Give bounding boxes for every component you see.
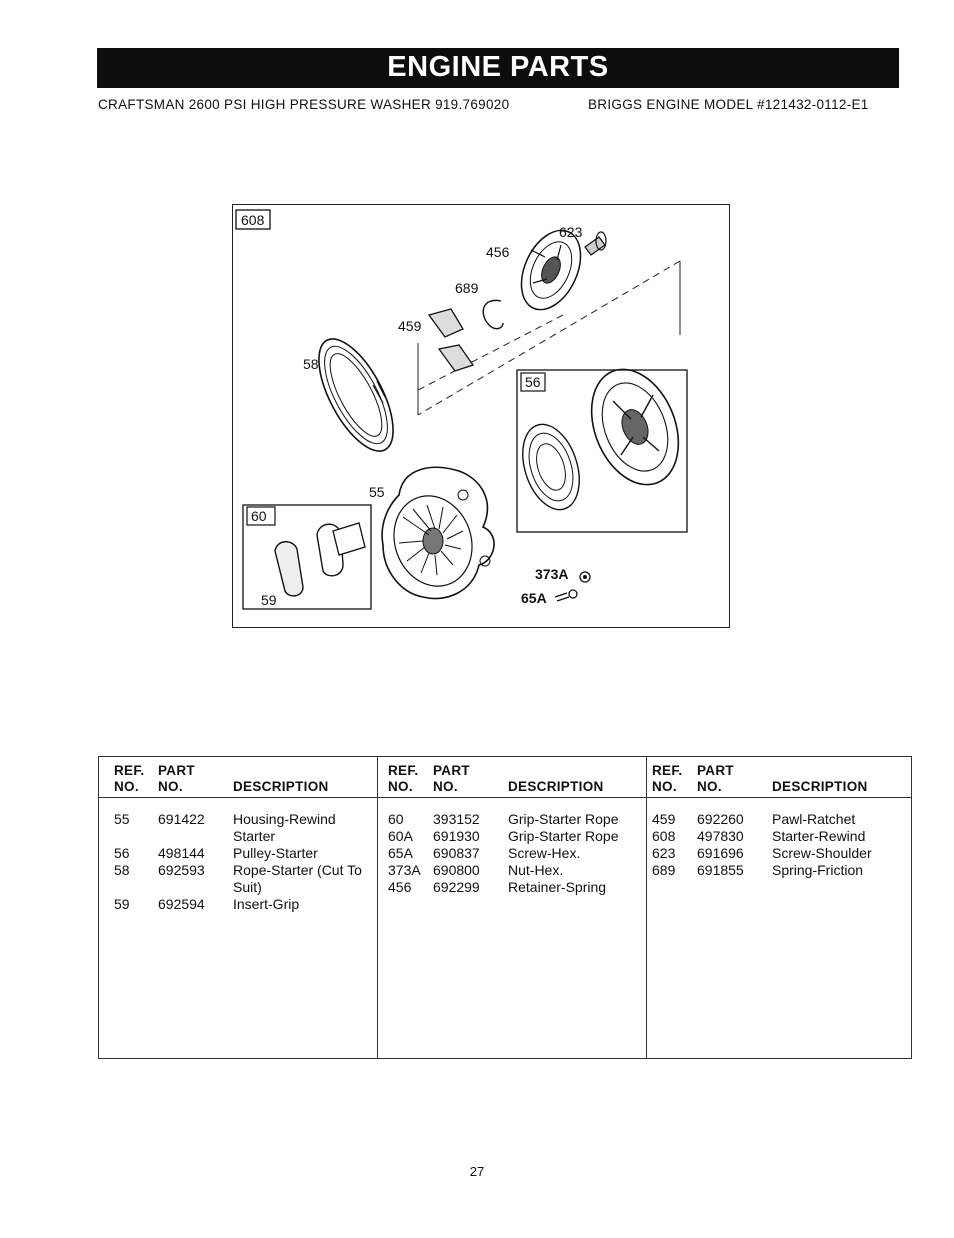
- page-title: ENGINE PARTS: [387, 51, 609, 83]
- exploded-parts-diagram: 608 456 623 689 459: [232, 204, 730, 628]
- ref-no: 608: [652, 828, 676, 844]
- callout-65a: 65A: [521, 590, 547, 606]
- parts-list-table: REF. NO. PART NO. DESCRIPTION 55 691422 …: [98, 756, 912, 1059]
- ref-header-bottom: NO.: [652, 779, 677, 794]
- part-no: 690800: [433, 862, 480, 878]
- assembly-line-dashed: [417, 260, 681, 416]
- page-number: 27: [469, 1164, 485, 1179]
- description: Nut-Hex.: [508, 862, 564, 878]
- part-no: 690837: [433, 845, 480, 861]
- parts-column-1: REF. NO. PART NO. DESCRIPTION 55 691422 …: [99, 757, 377, 1058]
- part-no: 393152: [433, 811, 480, 827]
- diagram-drawing: 608 456 623 689 459: [235, 209, 688, 610]
- ref-no: 59: [114, 896, 130, 912]
- callout-59: 59: [261, 592, 277, 608]
- hex-nut-part: [579, 571, 591, 583]
- parts-column-2: REF. NO. PART NO. DESCRIPTION 60 393152 …: [377, 757, 646, 1058]
- ref-no: 373A: [388, 862, 421, 878]
- callout-373a: 373A: [535, 566, 568, 582]
- part-no: 691696: [697, 845, 744, 861]
- callout-689: 689: [455, 280, 479, 296]
- title-banner: ENGINE PARTS: [97, 48, 899, 88]
- description-header: DESCRIPTION: [772, 779, 868, 794]
- description: Housing-Rewind: [233, 811, 336, 827]
- ref-no: 56: [114, 845, 130, 861]
- ref-no: 55: [114, 811, 130, 827]
- description: Grip-Starter Rope: [508, 811, 619, 827]
- ref-no: 689: [652, 862, 676, 878]
- description: Pawl-Ratchet: [772, 811, 856, 827]
- shoulder-screw-part: [584, 231, 607, 256]
- engine-model-label: BRIGGS ENGINE MODEL #121432-0112-E1: [588, 97, 869, 112]
- description-header: DESCRIPTION: [508, 779, 604, 794]
- ref-header-top: REF.: [388, 763, 419, 778]
- part-no: 692593: [158, 862, 205, 878]
- starter-pulley-part: [522, 368, 680, 511]
- table-header: REF. NO. PART NO. DESCRIPTION: [99, 757, 377, 798]
- description: Starter-Rewind: [772, 828, 866, 844]
- callout-60: 60: [251, 508, 267, 524]
- description: Pulley-Starter: [233, 845, 318, 861]
- part-no: 691930: [433, 828, 480, 844]
- callout-58: 58: [303, 356, 319, 372]
- part-header-bottom: NO.: [697, 779, 722, 794]
- description: Insert-Grip: [233, 896, 300, 912]
- friction-spring-part: [482, 299, 504, 330]
- part-header-bottom: NO.: [433, 779, 458, 794]
- callout-box-60: [246, 506, 276, 526]
- description-header: DESCRIPTION: [233, 779, 329, 794]
- ref-no: 65A: [388, 845, 413, 861]
- part-no: 692594: [158, 896, 205, 912]
- description: Screw-Shoulder: [772, 845, 872, 861]
- callout-623: 623: [559, 224, 583, 240]
- ref-header-top: REF.: [114, 763, 145, 778]
- part-header-top: PART: [697, 763, 734, 778]
- parts-column-3: REF. NO. PART NO. DESCRIPTION 459 692260…: [646, 757, 911, 1058]
- part-no: 691422: [158, 811, 205, 827]
- description: Spring-Friction: [772, 862, 864, 878]
- starter-rope-part: [318, 338, 394, 452]
- ref-no: 60: [388, 811, 404, 827]
- table-header: REF. NO. PART NO. DESCRIPTION: [378, 757, 646, 798]
- callout-box-56: [520, 372, 546, 392]
- description-continued: Starter: [233, 828, 276, 844]
- grip-inset-box: [242, 504, 372, 610]
- ratchet-pawl-part: [427, 308, 475, 372]
- ref-header-bottom: NO.: [388, 779, 413, 794]
- description: Grip-Starter Rope: [508, 828, 619, 844]
- retainer-spring-part: [520, 229, 582, 311]
- ref-no: 456: [388, 879, 412, 895]
- ref-no: 58: [114, 862, 130, 878]
- part-no: 692260: [697, 811, 744, 827]
- product-model-label: CRAFTSMAN 2600 PSI HIGH PRESSURE WASHER …: [98, 97, 510, 112]
- callout-56: 56: [525, 374, 541, 390]
- grip-starter-rope-part: [274, 522, 366, 597]
- description: Screw-Hex.: [508, 845, 581, 861]
- part-no: 692299: [433, 879, 480, 895]
- part-no: 691855: [697, 862, 744, 878]
- callout-456: 456: [486, 244, 510, 260]
- callout-459: 459: [398, 318, 422, 334]
- hex-screw-part: [554, 589, 578, 602]
- table-header: REF. NO. PART NO. DESCRIPTION: [647, 757, 911, 798]
- callout-55: 55: [369, 484, 385, 500]
- ref-header-top: REF.: [652, 763, 683, 778]
- description-continued: Suit): [233, 879, 262, 895]
- description: Retainer-Spring: [508, 879, 607, 895]
- part-header-bottom: NO.: [158, 779, 183, 794]
- rewind-housing-part: [381, 466, 495, 600]
- part-header-top: PART: [433, 763, 470, 778]
- ref-no: 623: [652, 845, 676, 861]
- callout-608: 608: [241, 212, 265, 228]
- assembly-line-dashed: [417, 314, 564, 391]
- ref-no: 459: [652, 811, 676, 827]
- part-no: 498144: [158, 845, 205, 861]
- ref-no: 60A: [388, 828, 413, 844]
- description: Rope-Starter (Cut To: [233, 862, 362, 878]
- callout-box-608: [235, 209, 271, 230]
- pulley-inset-box: [516, 369, 688, 533]
- part-header-top: PART: [158, 763, 195, 778]
- part-no: 497830: [697, 828, 744, 844]
- ref-header-bottom: NO.: [114, 779, 139, 794]
